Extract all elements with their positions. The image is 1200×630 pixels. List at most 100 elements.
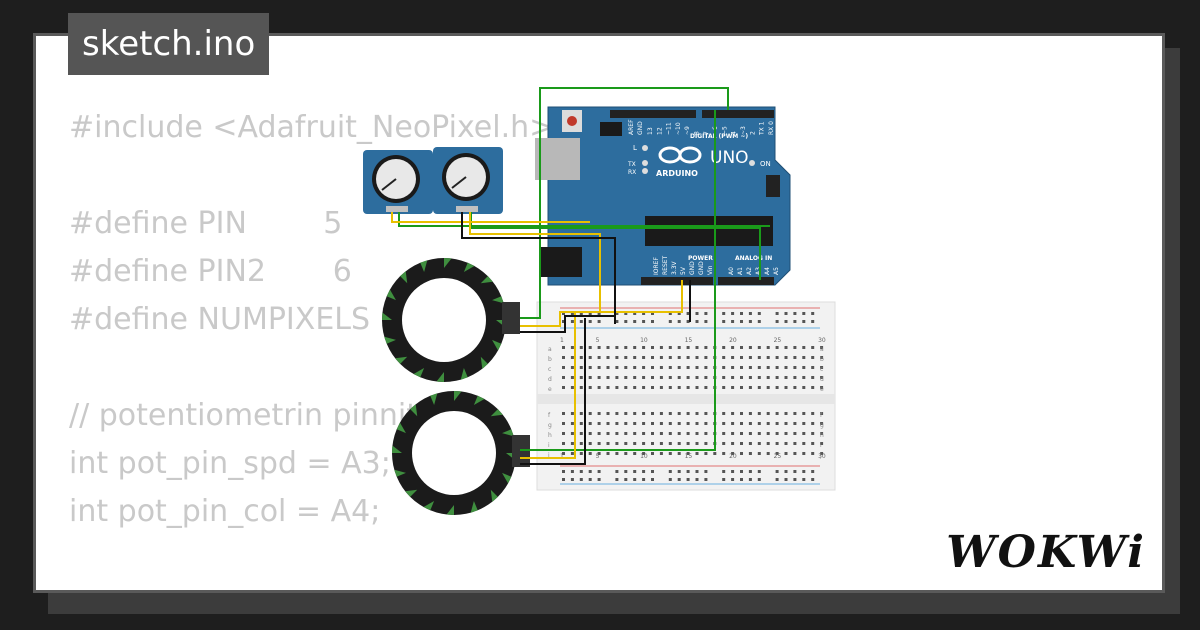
- breadboard-column-number: 10: [640, 337, 648, 344]
- breadboard-row-letter: j: [547, 452, 550, 459]
- potentiometer-2[interactable]: [433, 147, 503, 214]
- breadboard-row-letter: e: [820, 386, 824, 393]
- potentiometer-1[interactable]: [363, 150, 433, 214]
- neopixel-led: [436, 372, 444, 382]
- wire-black-ring2: [520, 318, 586, 465]
- tx-led-label: TX: [627, 161, 636, 168]
- power-pin-label: IOREF: [653, 257, 660, 275]
- neopixel-led: [463, 262, 475, 272]
- breadboard-holes: [562, 312, 824, 481]
- digital-pin-label: 8: [694, 131, 701, 135]
- code-line: #define PIN 5: [69, 206, 343, 241]
- breadboard-column-number: 1: [560, 453, 564, 460]
- infinity-logo: [658, 146, 702, 164]
- code-line: // potentiometrin pinnit: [69, 398, 418, 433]
- breadboard-row-letter: g: [820, 422, 824, 429]
- wokwi-logo: WOKWi: [946, 527, 1146, 578]
- header-digital-1: [610, 110, 696, 118]
- digital-pin-label: ~9: [684, 126, 691, 135]
- wire-yellow-ring2: [520, 280, 683, 459]
- neopixel-ring-2: [392, 391, 530, 515]
- breadboard-row-letter: f: [820, 412, 823, 419]
- breadboard-column-number: 15: [685, 453, 693, 460]
- digital-pin-label: ~3: [740, 126, 747, 135]
- breadboard-row-letter: i: [548, 442, 550, 449]
- breadboard-column-number: 30: [818, 337, 826, 344]
- neopixel-led: [395, 356, 408, 364]
- breadboard-row-letter: i: [820, 442, 822, 449]
- rx-led-label: RX: [628, 169, 636, 176]
- breadboard-row-letter: f: [548, 412, 551, 419]
- wire-black-pots: [461, 212, 616, 322]
- neopixel-led: [410, 404, 418, 417]
- breadboard-row-letter: a: [548, 346, 552, 353]
- atmega-chip: [645, 216, 773, 246]
- neopixel-led: [394, 469, 406, 477]
- gnd-pin-label: GND: [637, 121, 644, 135]
- neopixel-led: [392, 445, 402, 453]
- power-pin-label: 3.3V: [671, 260, 678, 275]
- digital-pin-label: ~5: [721, 126, 728, 135]
- neopixel-led: [384, 336, 396, 344]
- power-pin-label: GND: [689, 261, 696, 275]
- neopixel-led: [480, 276, 493, 284]
- neopixel-led: [490, 489, 498, 502]
- breadboard-row-letter: c: [820, 366, 823, 373]
- analog-pin-label: A1: [737, 267, 744, 275]
- breadboard-column-number: 20: [729, 453, 737, 460]
- breadboard-row-letter: h: [548, 432, 552, 439]
- code-line: int pot_pin_spd = A3;: [69, 446, 391, 481]
- digital-pin-label: 4: [731, 131, 738, 135]
- neopixel-led: [396, 422, 406, 434]
- analog-pin-label: A2: [746, 267, 753, 275]
- neopixel-led: [470, 501, 478, 513]
- wire-yellow-pot1: [391, 212, 590, 223]
- neopixel-led: [413, 368, 425, 378]
- power-pin-label: GND: [698, 261, 705, 275]
- breadboard-column-number: 5: [596, 453, 600, 460]
- aref-pin-label: AREF: [628, 119, 635, 135]
- digital-pin-label: ~11: [666, 122, 673, 135]
- breadboard-row-letter: e: [548, 386, 552, 393]
- breadboard-row-letter: d: [820, 376, 824, 383]
- neopixel-led: [386, 289, 396, 301]
- power-jack: [540, 247, 582, 277]
- code-line: #define PIN2 6: [69, 254, 352, 289]
- neopixel-led: [405, 489, 418, 497]
- neopixel-led: [382, 312, 392, 320]
- breadboard-column-number: 25: [774, 453, 782, 460]
- breadboard-row-letter: b: [548, 356, 552, 363]
- wire-green-pot1: [398, 212, 770, 227]
- analog-header-label: ANALOG IN: [735, 255, 772, 262]
- neopixel-led: [490, 409, 503, 417]
- breadboard-column-number: 1: [560, 337, 564, 344]
- board-model-label: UNO: [710, 148, 749, 168]
- breadboard-row-letter: j: [819, 452, 822, 459]
- breadboard-row-letter: c: [548, 366, 551, 373]
- neopixel-led: [423, 501, 435, 511]
- digital-pin-label: 2: [749, 131, 756, 135]
- potentiometer-1-pointer: [381, 178, 397, 191]
- digital-pin-label: TX 1: [759, 121, 766, 136]
- header-digital-2: [702, 110, 774, 118]
- breadboard-column-number: 15: [685, 337, 693, 344]
- power-pin-label: 5V: [680, 266, 687, 275]
- neopixel-led: [446, 505, 454, 515]
- neopixel-led: [492, 339, 502, 351]
- power-header-label: POWER: [688, 255, 713, 262]
- breadboard-row-letter: d: [548, 376, 552, 383]
- breadboard-row-letter: g: [548, 422, 552, 429]
- analog-pin-label: A0: [728, 267, 735, 275]
- breadboard-column-number: 10: [640, 453, 648, 460]
- neopixel-led: [400, 271, 408, 284]
- digital-pin-label: 12: [656, 127, 663, 135]
- breadboard-column-number: 30: [818, 453, 826, 460]
- l-led-label: L: [633, 144, 637, 152]
- digital-pin-label: 13: [647, 127, 654, 135]
- neopixel-led: [480, 356, 488, 369]
- analog-pin-label: A4: [764, 267, 771, 275]
